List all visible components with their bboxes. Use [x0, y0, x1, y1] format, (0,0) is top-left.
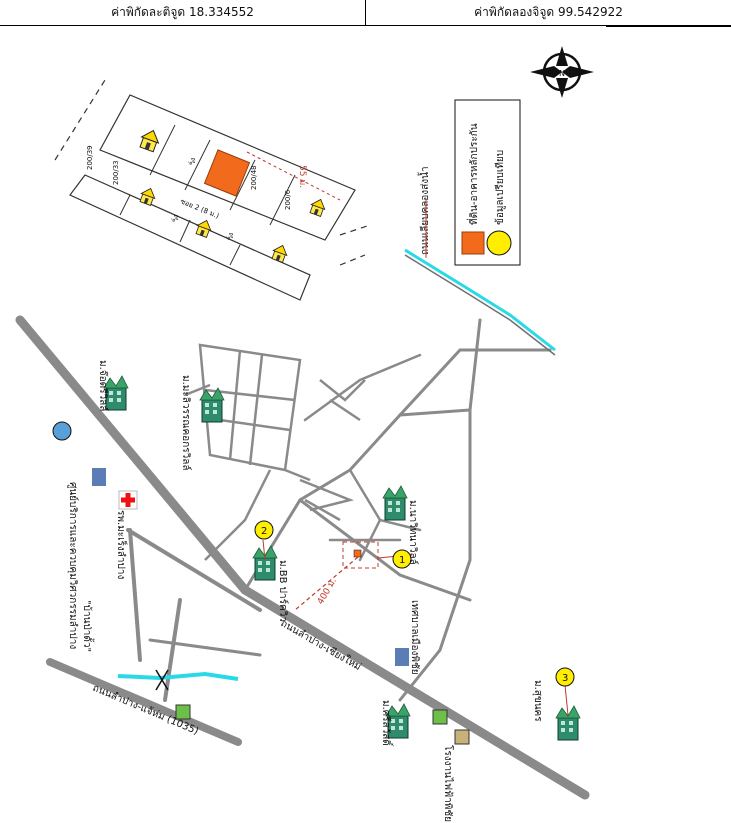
marker-2: 2: [261, 526, 267, 537]
label-moo-srisawat: ม.ศรีสวัสดิ์: [380, 700, 394, 747]
bridge-icon: [155, 669, 169, 691]
store-icon: [432, 709, 448, 725]
label-hospital: รพ.มะเร็งลำปาง: [115, 510, 129, 579]
label-moo-suanthong: ม.สุขนคร: [532, 680, 543, 722]
parcel-label: 200/33: [112, 160, 120, 185]
distance-55-label: 55 ม.: [297, 165, 307, 188]
label-moo-tanawit: ม.นาวิทนาวิลล์: [407, 500, 419, 565]
parcel-label: วิ่ง: [226, 233, 235, 240]
label-moo-jodrit: ม.จ๊อดรีวิลล์: [97, 360, 109, 411]
label-highway-road: ถนนลำปาง-เชียงใหม่: [279, 617, 364, 673]
plot-inset: 200/39 200/33 200/6 200/48 วิ่ง วิ่ง วิ่…: [54, 79, 371, 301]
label-moo-bb: ม.BB ปาร์ควิว: [277, 560, 289, 622]
residential-grid: [184, 343, 366, 561]
marker-1: 1: [399, 555, 405, 566]
parcel-label: วิ่ง: [188, 158, 197, 165]
store-icon: [175, 704, 191, 720]
comparable-markers: 1 2 3: [254, 520, 575, 716]
subject-locator: 400 ม.: [294, 541, 379, 611]
misc-icons: [52, 421, 470, 745]
label-moo-sawan: ม.มะลิวรรณคอกรวิลล์: [180, 375, 192, 471]
legend: ที่ดิน-อาคารหลักประกัน ข้อมูลเปรียบเทียบ: [454, 99, 521, 266]
distance-400-label: 400 ม.: [316, 577, 339, 607]
parcel-label: วิ่ง: [171, 215, 180, 222]
parcel-label: 200/39: [86, 145, 94, 170]
label-traffic-center: ศูนย์บริการและควบคุมวิศวกรรมลำปาง: [67, 482, 79, 649]
coordinate-bar: ค่าพิกัดละติจูด 18.334552 ค่าพิกัดลองจิจ…: [0, 0, 731, 26]
longitude-cell: ค่าพิกัดลองจิจูด 99.542922: [474, 5, 623, 19]
label-plant: โรงงานไฟฟ้าพิชัย: [442, 745, 455, 822]
riverside-road-label: ถนนเลียบคลองส่งน้ำ: [417, 166, 431, 255]
header-underline: [606, 26, 731, 27]
temple-icon: [454, 729, 470, 745]
latitude-cell: ค่าพิกัดละติจูด 18.334552: [0, 0, 366, 25]
parcel-label: 200/48: [250, 165, 258, 190]
compass-north-label: N: [559, 69, 565, 78]
compass-icon: N: [530, 46, 594, 98]
label-ban-pa-do: "บ้านป่าดั้ว": [81, 600, 95, 652]
waterways: [117, 248, 556, 681]
municipal-icon: [395, 648, 409, 666]
parcel-label: 200/6: [284, 189, 292, 210]
place-labels: ม.จ๊อดรีวิลล์ ม.มะลิวรรณคอกรวิลล์ ม.นาวิ…: [67, 360, 543, 822]
marker-3: 3: [562, 673, 568, 684]
label-municipality: เทศบาลเมืองพิชัย: [409, 600, 421, 675]
location-map: 200/39 200/33 200/6 200/48 วิ่ง วิ่ง วิ่…: [15, 46, 594, 822]
legend-subject-label: ที่ดิน-อาคารหลักประกัน: [466, 123, 480, 225]
main-roads: [15, 315, 590, 800]
office-icon: [92, 468, 106, 486]
hospital-icon: [118, 490, 138, 510]
subject-plot: [203, 149, 251, 197]
jaehom-road: [46, 658, 242, 746]
sub-road-label: ซอย 2 (8 ม.): [179, 197, 220, 220]
legend-comparable-label: ข้อมูลเปรียบเทียบ: [494, 150, 506, 225]
traffic-icon: [52, 421, 72, 441]
